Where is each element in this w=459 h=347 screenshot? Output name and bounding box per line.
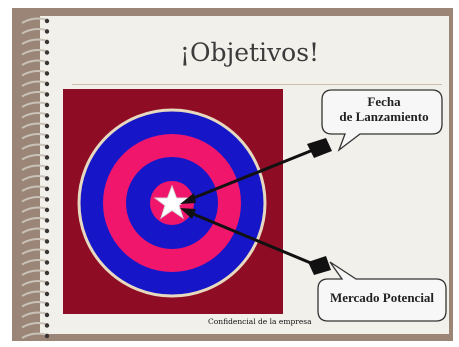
spiral-hole <box>44 197 50 202</box>
arrow-icon <box>185 146 319 203</box>
spiral-hole <box>44 218 50 223</box>
spiral-hole <box>44 60 50 66</box>
spiral-hole <box>44 186 50 192</box>
spiral-hole <box>44 323 50 328</box>
spiral-hole <box>44 50 50 55</box>
spiral-hole <box>44 207 50 213</box>
spiral-hole <box>44 312 50 318</box>
spiral-hole <box>44 165 50 171</box>
title-divider <box>72 84 442 85</box>
spiral-hole <box>44 134 50 139</box>
arrow-icon-2 <box>185 209 319 268</box>
spiral-hole <box>44 113 50 118</box>
spiral-hole <box>44 71 50 76</box>
star-icon <box>153 184 191 220</box>
arrow-head-2 <box>180 208 196 219</box>
slide-title: ¡Objetivos! <box>179 38 320 67</box>
spiral-hole <box>44 81 50 87</box>
arrow-head-1 <box>180 193 196 204</box>
spiral-hole <box>44 155 50 160</box>
callout-text-fecha: Fecha de Lanzamiento <box>326 94 442 124</box>
arrow-fletching-1 <box>307 138 332 158</box>
footer-note: Confidencial de la empresa <box>208 317 312 326</box>
spiral-hole <box>44 228 50 234</box>
spiral-hole <box>44 281 50 286</box>
spiral-hole <box>44 144 50 150</box>
spiral-hole <box>44 102 50 108</box>
spiral-hole <box>44 302 50 307</box>
spiral-hole <box>44 176 50 181</box>
callout-line-fecha: Fecha <box>367 94 401 109</box>
callout-bubble-mercado <box>317 261 447 322</box>
arrow-fletching-2 <box>308 256 331 275</box>
callout-line-lanzamiento: de Lanzamiento <box>339 109 429 124</box>
spiral-hole <box>44 249 50 255</box>
spiral-hole <box>44 92 50 97</box>
spiral-hole <box>44 260 50 265</box>
spiral-hole <box>44 39 50 45</box>
callout-text-mercado: Mercado Potencial <box>329 290 435 305</box>
callout-bubble-fecha <box>321 89 443 152</box>
spiral-hole <box>44 333 50 339</box>
spiral-hole <box>44 239 50 244</box>
spiral-hole <box>44 18 50 24</box>
spiral-hole <box>44 291 50 297</box>
spiral-hole <box>44 29 50 34</box>
spiral-hole <box>44 123 50 129</box>
spiral-hole <box>44 270 50 276</box>
